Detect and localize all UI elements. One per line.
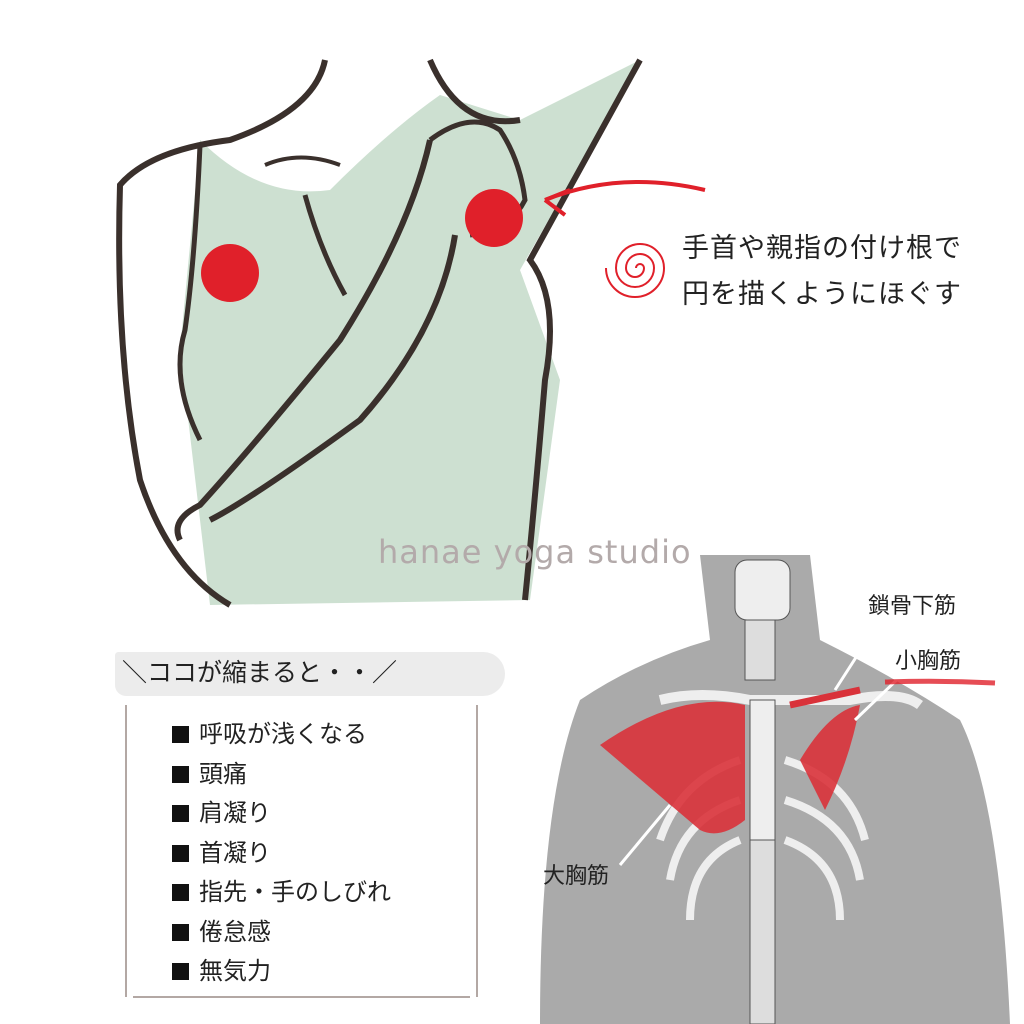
list-item: 首凝り	[172, 834, 391, 874]
label-pectoralis-minor: 小胸筋	[895, 649, 962, 674]
bullet-icon	[172, 805, 189, 823]
symptoms-heading: ＼ココが縮まると・・／	[122, 658, 398, 687]
bullet-icon	[172, 923, 189, 941]
symptom-text: 肩凝り	[199, 799, 271, 827]
pectoralis-minor	[800, 705, 860, 810]
pressure-point-chest	[201, 244, 259, 302]
symptom-text: 倦怠感	[199, 917, 271, 946]
instruction-line-1: 手首や親指の付け根で	[682, 233, 962, 264]
pectoralis-major	[600, 701, 745, 834]
list-item: 無気力	[172, 952, 391, 992]
bullet-icon	[172, 884, 189, 902]
symptom-text: 指先・手のしびれ	[199, 878, 391, 906]
list-item: 倦怠感	[172, 913, 391, 953]
symptom-text: 無気力	[199, 957, 271, 985]
symptom-text: 首凝り	[199, 838, 271, 867]
symptom-text: 呼吸が浅くなる	[199, 720, 367, 748]
subclavius	[789, 686, 861, 709]
list-frame	[125, 705, 478, 998]
symptom-list: 呼吸が浅くなる 頭痛 肩凝り 首凝り 指先・手のしびれ 倦怠感 無気力	[172, 715, 391, 992]
list-item: 肩凝り	[172, 794, 391, 834]
instruction-text: 手首や親指の付け根で 円を描くようにほぐす	[682, 226, 962, 318]
bullet-icon	[172, 963, 189, 981]
label-subclavius: 鎖骨下筋	[868, 594, 957, 619]
spiral-icon	[605, 243, 666, 298]
anatomy-illustration	[540, 555, 1010, 1024]
bullet-icon	[172, 726, 189, 744]
bullet-icon	[172, 844, 189, 862]
list-item: 指先・手のしびれ	[172, 873, 391, 913]
pressure-point-shoulder	[465, 189, 523, 247]
symptoms-banner	[115, 652, 505, 696]
watermark: hanae yoga studio	[378, 533, 692, 571]
list-item: 頭痛	[172, 755, 391, 795]
bullet-icon	[172, 765, 189, 783]
label-pectoralis-major: 大胸筋	[543, 864, 610, 889]
woman-illustration	[116, 58, 706, 608]
instruction-line-2: 円を描くようにほぐす	[682, 279, 962, 310]
symptom-text: 頭痛	[199, 759, 247, 788]
list-item: 呼吸が浅くなる	[172, 715, 391, 755]
